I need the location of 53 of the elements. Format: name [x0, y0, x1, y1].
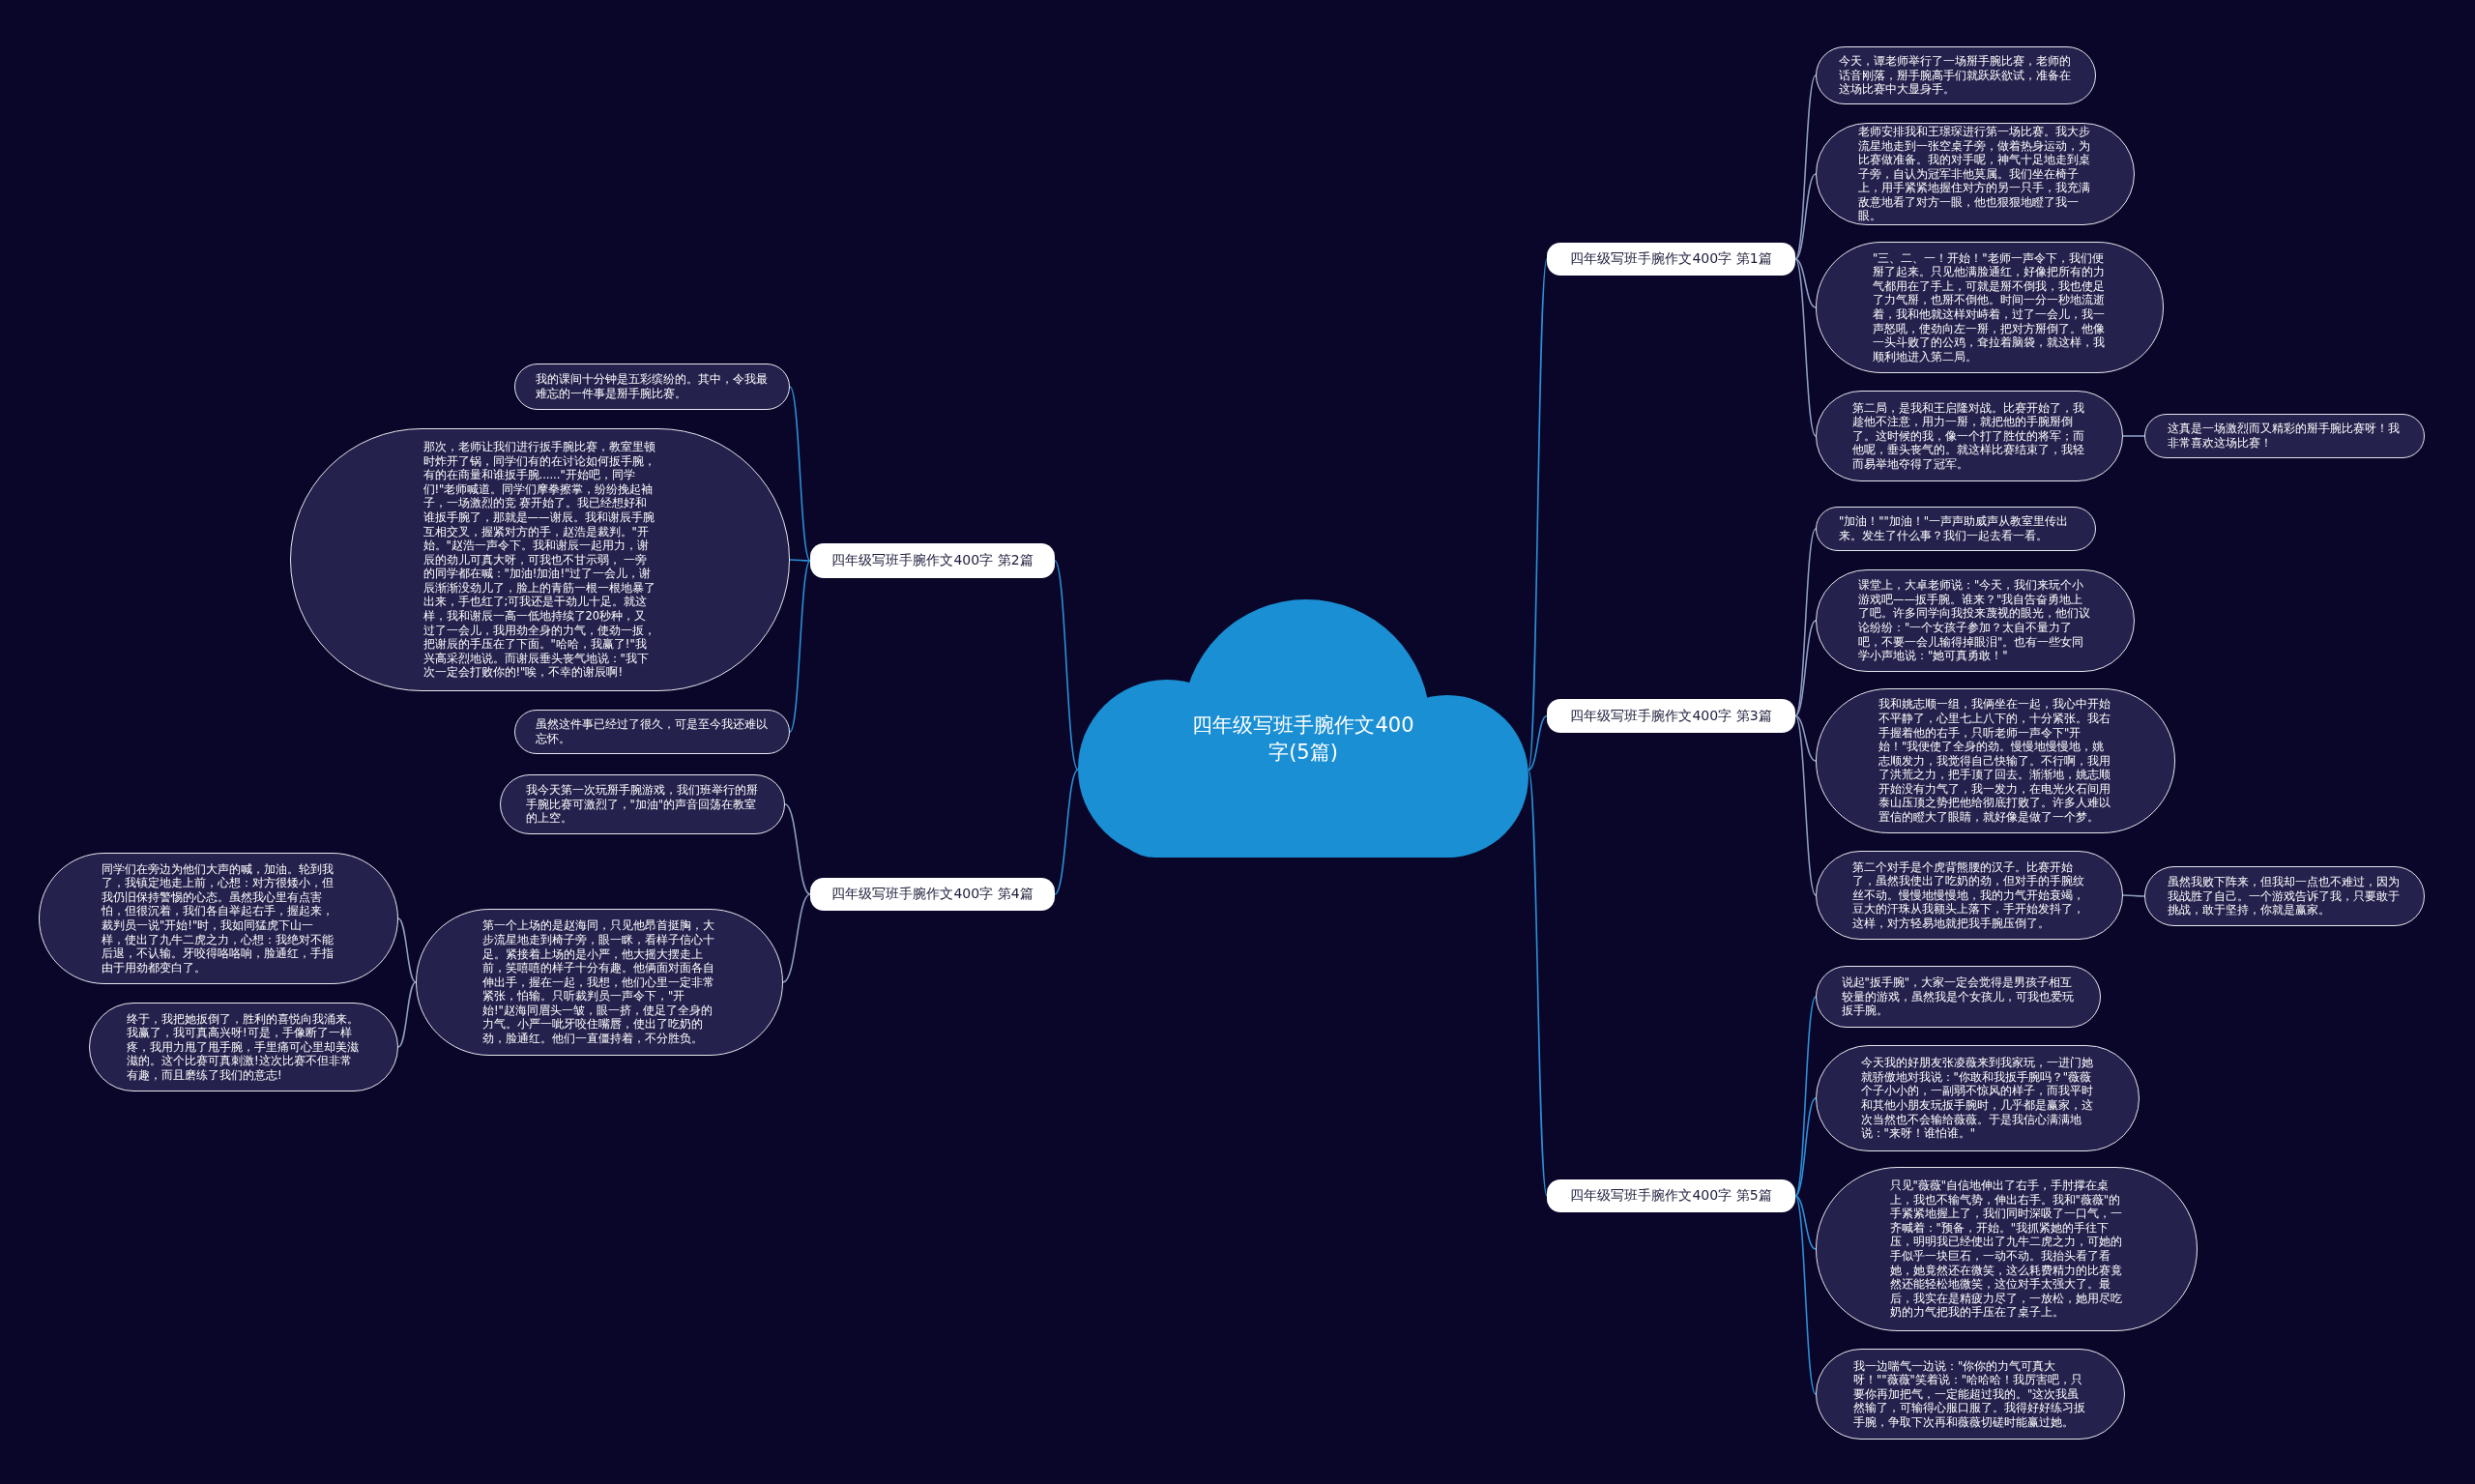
- connector-line: [2122, 435, 2145, 437]
- connector-line: [1794, 996, 1817, 1197]
- connector-line: [1054, 769, 1079, 895]
- connector-line: [2122, 894, 2145, 897]
- branch-topic: 四年级写班手腕作文400字 第1篇: [1547, 243, 1795, 276]
- connector-line: [1794, 528, 1817, 717]
- text-bubble: 虽然这件事已经过了很久，可是至今我还难以忘怀。: [514, 710, 790, 754]
- connector-line: [1794, 620, 1817, 717]
- central-topic-text: 四年级写班手腕作文400字(5篇): [1191, 713, 1415, 767]
- text-bubble: 我和姚志顺一组，我俩坐在一起，我心中开始不平静了，心里七上八下的，十分紧张。我右手握着他的右手，只听老师一声令下"开始！"我便使了全身的劲。慢慢地慢慢地，姚志顺发力，我觉得自己快输了。不行啊，我用了洪荒之力，把手顶了回去。渐渐地，姚志顺开始没有力气了，我一发力，在电光火石间用泰山压顶之势把他给彻底打败了。许多人难以置信的瞪大了眼睛，就好像是做了一个梦。: [1816, 688, 2175, 833]
- connector-line: [789, 386, 811, 562]
- connector-line: [1528, 258, 1548, 771]
- connector-line: [1528, 769, 1548, 1197]
- text-bubble: "加油！""加油！"一声声助威声从教室里传出来。发生了什么事？我们一起去看一看。: [1816, 507, 2096, 551]
- connector-line: [1794, 1195, 1817, 1395]
- connector-line: [789, 560, 811, 733]
- connector-line: [397, 917, 417, 983]
- connector-line: [1794, 714, 1817, 896]
- connector-line: [397, 981, 417, 1048]
- branch-topic: 四年级写班手腕作文400字 第5篇: [1547, 1179, 1795, 1212]
- connector-line: [1794, 258, 1817, 308]
- text-bubble: 虽然我败下阵来，但我却一点也不难过，因为我战胜了自己。一个游戏告诉了我，只要敢于挑战，敢于坚持，你就是赢家。: [2144, 866, 2425, 926]
- connector-line: [784, 803, 811, 895]
- connector-line: [1794, 1195, 1817, 1250]
- text-bubble: 今天，谭老师举行了一场掰手腕比赛，老师的话音刚落，掰手腕高手们就跃跃欲试，准备在这场比赛中大显身手。: [1816, 46, 2096, 104]
- connector-line: [1794, 714, 1817, 762]
- text-bubble: 那次，老师让我们进行扳手腕比赛，教室里顿时炸开了锅，同学们有的在讨论如何扳手腕，有的在商量和谁扳手腕......"开始吧，同学们!"老师喊道。同学们摩拳擦掌，纷纷挽起袖子，一场激烈的竞 赛开始了。我已经想好和谁扳手腕了，那就是——谢辰。我和谢辰手腕互相交叉，握紧对方的手，赵浩是裁判。"开始。"赵浩一声令下。我和谢辰一起用力，谢辰的劲儿可真大呀，可我也不甘示弱， 一旁的同学都在喊："加油!加油!"过了一会儿，谢辰渐渐没劲儿了，脸上的青筋一根一根地暴了出来，手也红了;可我还是干劲儿十足。就这样，我和谢辰一高一低地持续了20秒种，又过了一会儿，我用劲全身的力气，使劲一扳，把谢辰的手压在了下面。"哈哈，我赢了!"我兴高采烈地说。而谢辰垂头丧气地说："我下次一定会打败你的!"唉，不幸的谢辰啊!: [290, 428, 790, 691]
- text-bubble: 同学们在旁边为他们大声的喊，加油。轮到我了，我镇定地走上前，心想：对方很矮小，但我仍旧保持警惕的心态。虽然我心里有点害怕，但很沉着，我们各自举起右手，握起来，裁判员一说"开始!"时，我如同猛虎下山一样，使出了九牛二虎之力，心想：我绝对不能后退，不认输。牙咬得咯咯响，脸通红，手指由于用劲都变白了。: [39, 853, 398, 984]
- text-bubble: 第二个对手是个虎背熊腰的汉子。比赛开始了，虽然我使出了吃奶的劲，但对手的手腕纹丝不动。慢慢地慢慢地，我的力气开始衰竭，豆大的汗珠从我额头上落下，手开始发抖了，这样，对方轻易地就把我手腕压倒了。: [1816, 851, 2123, 940]
- connector-line: [1794, 74, 1817, 260]
- connector-line: [1794, 1097, 1817, 1197]
- connector-line: [789, 559, 811, 562]
- text-bubble: 说起"扳手腕"，大家一定会觉得是男孩子相互较量的游戏，虽然我是个女孩儿，可我也爱玩扳手腕。: [1816, 966, 2101, 1028]
- connector-line: [1054, 560, 1079, 771]
- connector-line: [1794, 173, 1817, 260]
- text-bubble: 我今天第一次玩掰手腕游戏，我们班举行的掰手腕比赛可激烈了，"加油"的声音回荡在教室的上空。: [500, 774, 785, 834]
- text-bubble: 今天我的好朋友张凌薇来到我家玩，一进门她就骄傲地对我说："你敢和我扳手腕吗？"薇薇个子小小的，一副弱不惊风的样子，而我平时和其他小朋友玩扳手腕时，几乎都是赢家，这次当然也不会输给薇薇。于是我信心满满地说："来呀！谁怕谁。": [1816, 1045, 2140, 1151]
- branch-topic: 四年级写班手腕作文400字 第4篇: [810, 878, 1055, 911]
- branch-topic: 四年级写班手腕作文400字 第3篇: [1547, 699, 1795, 733]
- text-bubble: "三、二、一！开始！"老师一声令下，我们便掰了起来。只见他满脸通红，好像把所有的力气都用在了手上，可就是掰不倒我，我也使足了力气掰，也掰不倒他。时间一分一秒地流逝着，我和他就这样对峙着，过了一会儿，我一声怒吼，使劲向左一掰，把对方掰倒了。他像一头斗败了的公鸡，耷拉着脑袋，就这样，我顺利地进入第二局。: [1816, 242, 2164, 373]
- text-bubble: 我一边喘气一边说："你你的力气可真大呀！""薇薇"笑着说："哈哈哈！我厉害吧，只要你再加把气，一定能超过我的。"这次我虽然输了，可输得心服口服了。我得好好练习扳手腕，争取下次再和薇薇切磋时能赢过她。: [1816, 1349, 2125, 1440]
- text-bubble: 只见"薇薇"自信地伸出了右手，手肘撑在桌上，我也不输气势，伸出右手。我和"薇薇"的手紧紧地握上了，我们同时深吸了一口气，一齐喊着："预备，开始。"我抓紧她的手往下压，明明我已经使出了九牛二虎之力，可她的手似乎一块巨石，一动不动。我抬头看了看她，她竟然还在微笑，这么耗费精力的比赛竟然还能轻松地微笑，这位对手太强大了。最后，我实在是精疲力尽了，一放松，她用尽吃奶的力气把我的手压在了桌子上。: [1816, 1167, 2198, 1331]
- connector-line: [1794, 258, 1817, 437]
- connector-line: [782, 893, 811, 983]
- text-bubble: 这真是一场激烈而又精彩的掰手腕比赛呀！我非常喜欢这场比赛！: [2144, 414, 2425, 458]
- text-bubble: 老师安排我和王璟琛进行第一场比赛。我大步流星地走到一张空桌子旁，做着热身运动，为比赛做准备。我的对手呢，神气十足地走到桌子旁，自认为冠军非他莫属。我们坐在椅子上，用手紧紧地握住对方的另一只手，我充满敌意地看了对方一眼，他也狠狠地瞪了我一眼。: [1816, 123, 2135, 225]
- text-bubble: 终于，我把她扳倒了，胜利的喜悦向我涌来。我赢了，我可真高兴呀!可是，手像断了一样疼，我用力甩了甩手腕，手里痛可心里却美滋滋的。这个比赛可真刺激!这次比赛不但非常有趣，而且磨练了我们的意志!: [89, 1003, 398, 1091]
- text-bubble: 第一个上场的是赵海同，只见他昂首挺胸，大步流星地走到椅子旁，眼一眯，看样子信心十足。紧接着上场的是小严，他大摇大摆走上前，笑嘻嘻的样子十分有趣。他俩面对面各自伸出手，握在一起，我想，他们心里一定非常紧张，怕输。只听裁判员一声令下，"开始!"赵海同眉头一皱，眼一挤，使足了全身的力气。小严一呲牙咬住嘴唇，使出了吃奶的劲，脸通红。他们一直僵持着，不分胜负。: [416, 909, 783, 1056]
- text-bubble: 第二局，是我和王启隆对战。比赛开始了，我趁他不注意，用力一掰，就把他的手腕掰倒了。这时候的我，像一个打了胜仗的将军；而他呢，垂头丧气的。就这样比赛结束了，我轻而易举地夺得了冠军。: [1816, 391, 2123, 481]
- branch-topic: 四年级写班手腕作文400字 第2篇: [810, 543, 1055, 578]
- text-bubble: 我的课间十分钟是五彩缤纷的。其中，令我最难忘的一件事是掰手腕比赛。: [514, 364, 790, 410]
- text-bubble: 课堂上，大卓老师说："今天，我们来玩个小游戏吧——扳手腕。谁来？"我自告奋勇地上了吧。许多同学向我投来蔑视的眼光，他们议论纷纷："一个女孩子参加？太自不量力了吧，不要一会儿输得掉眼泪"。也有一些女同学小声地说："她可真勇敢！": [1816, 569, 2135, 672]
- connector-line: [1528, 714, 1548, 771]
